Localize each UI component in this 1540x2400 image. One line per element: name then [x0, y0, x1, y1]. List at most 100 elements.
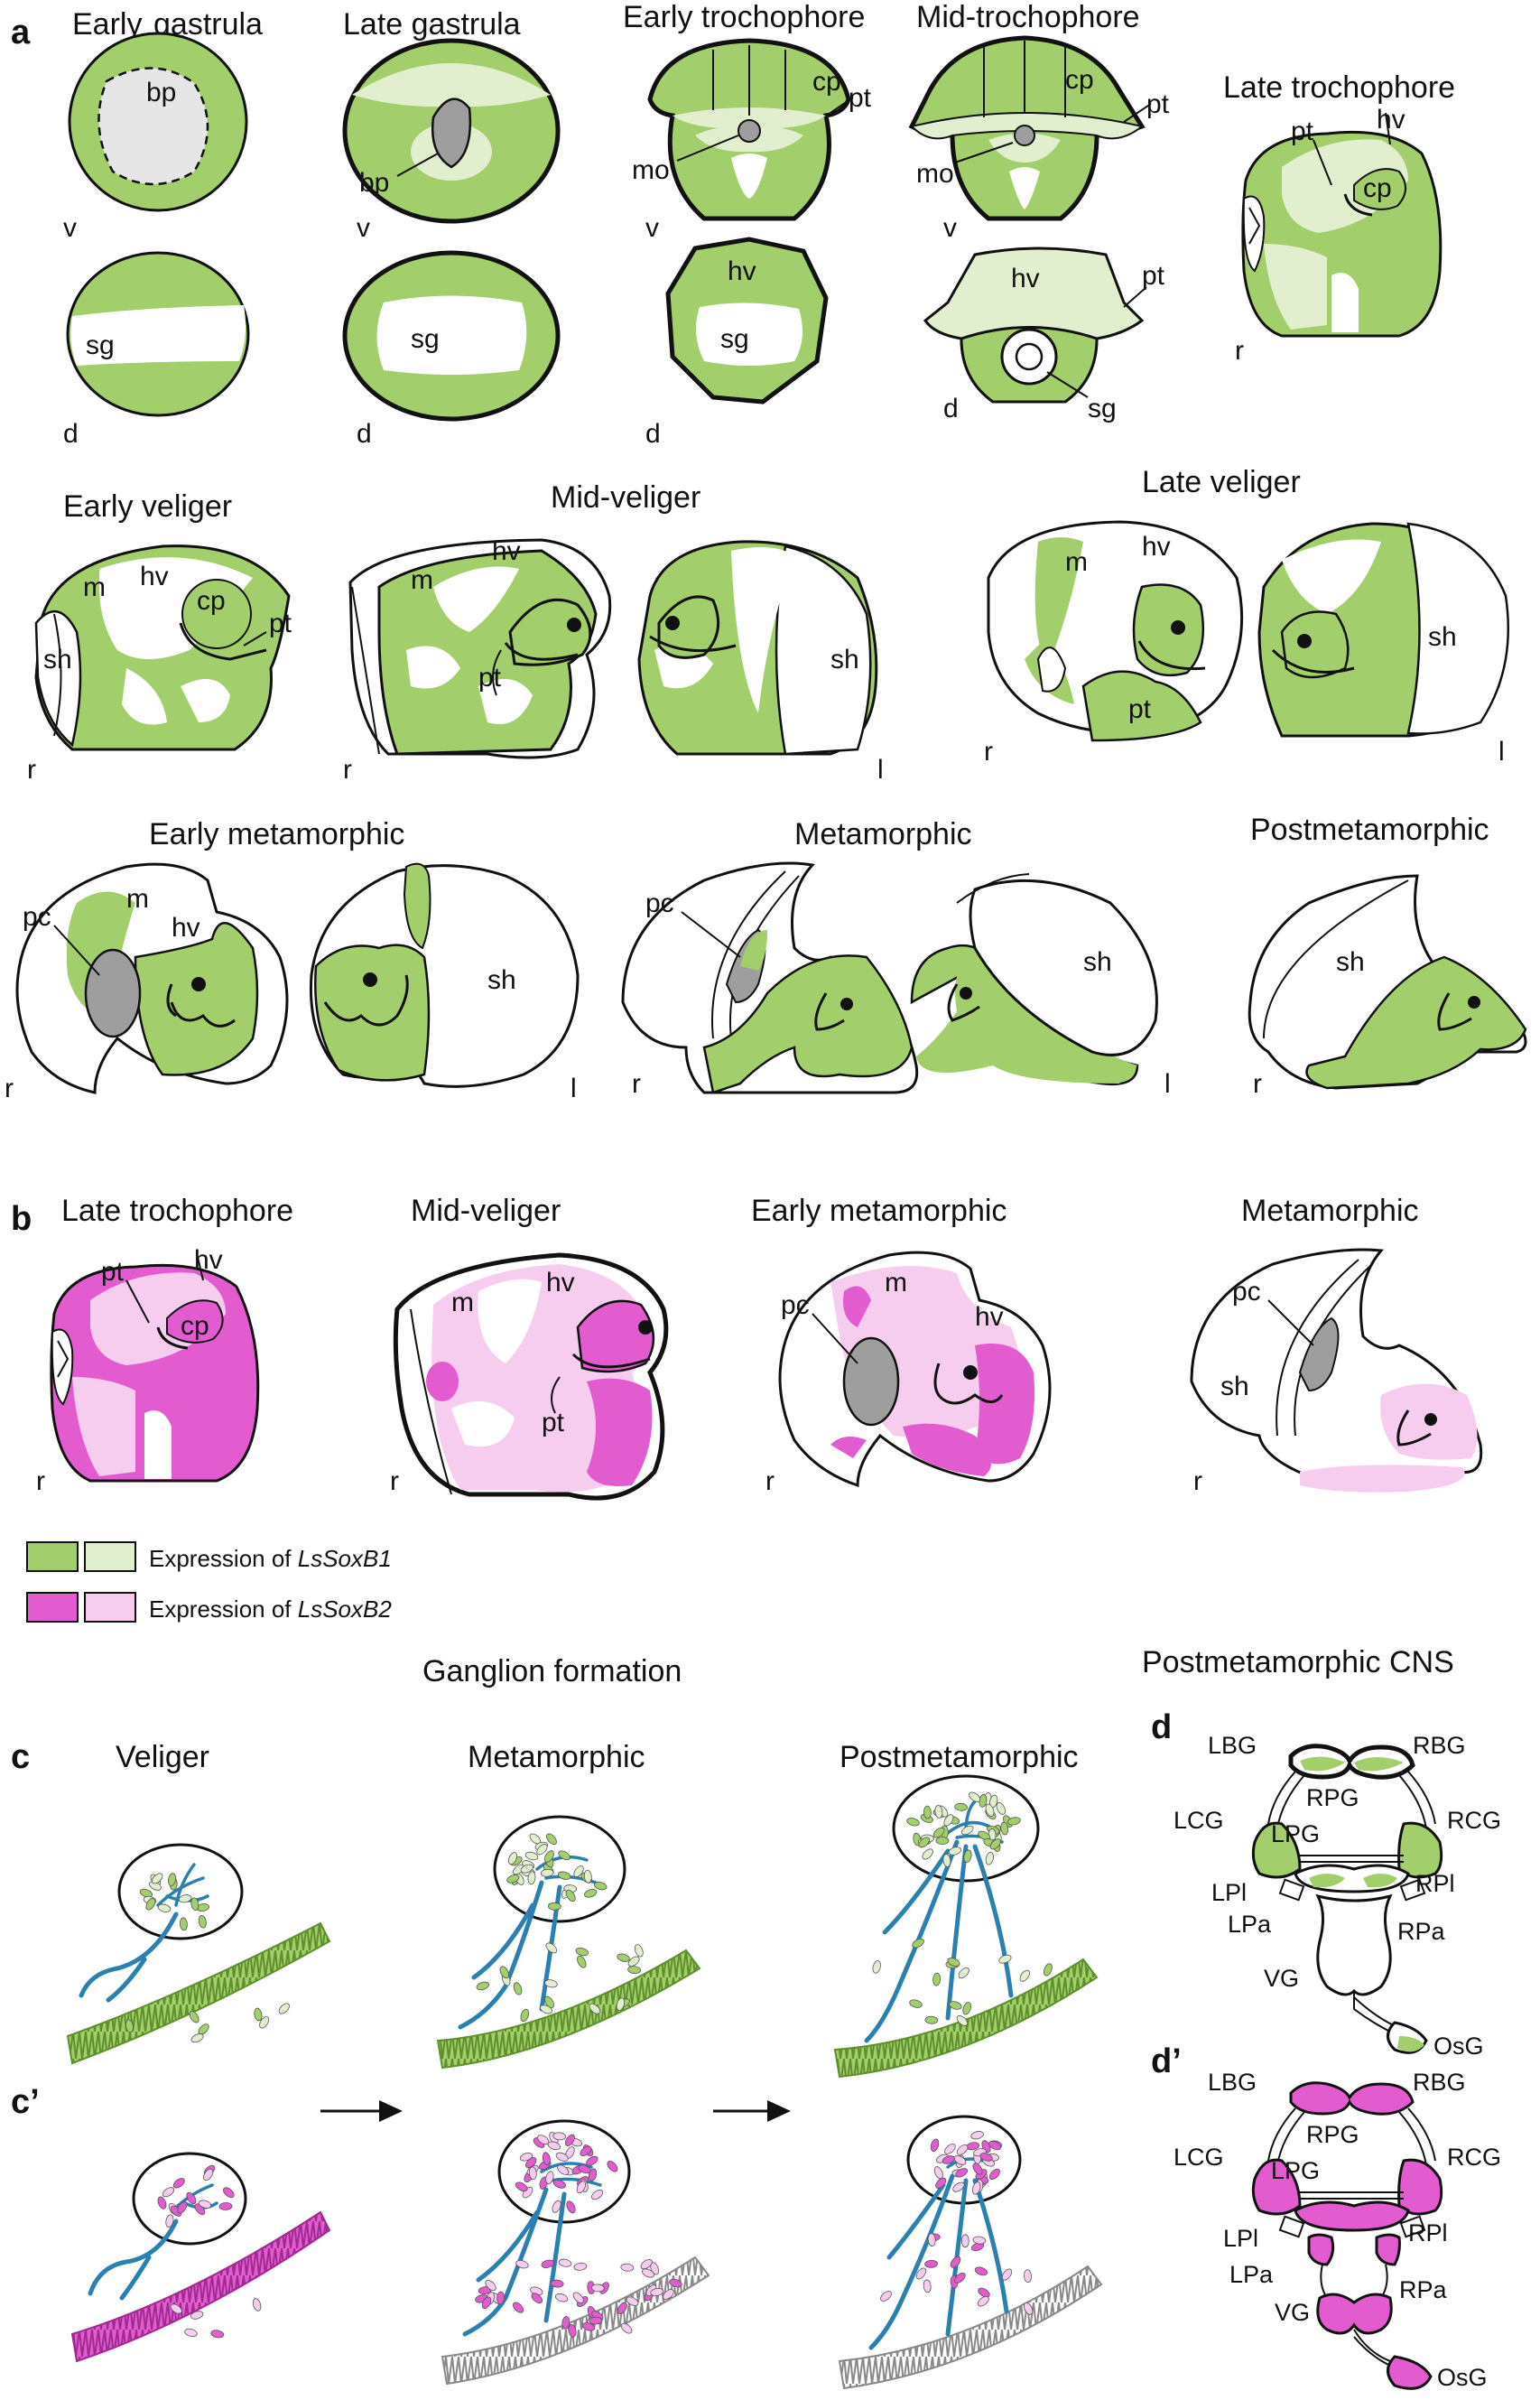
ganglion-cell [545, 2171, 554, 2184]
ganglion-cell [254, 2007, 263, 2022]
ganglion-cell [177, 2201, 188, 2214]
svg-text:hv: hv [194, 1245, 223, 1275]
ganglion-cell [506, 1874, 520, 1884]
svg-text:l: l [877, 755, 884, 785]
title-b-mid-veliger: Mid-veliger [411, 1194, 561, 1228]
title-late-gastrula: Late gastrula [343, 7, 521, 42]
ganglion-cell [557, 1871, 571, 1880]
ganglion-cell [558, 2258, 572, 2267]
early-veliger: Early veliger m hv cp pt sh r [27, 489, 292, 785]
svg-text:pt: pt [269, 609, 292, 638]
ganglion-cell [178, 1894, 192, 1903]
ganglion-cell [617, 1953, 630, 1962]
ganglion-cell [586, 2155, 598, 2166]
ganglion-cell [962, 2002, 972, 2015]
ganglion-cell [922, 1848, 933, 1860]
ganglion-cell [259, 2016, 270, 2029]
svg-text:pc: pc [781, 1290, 810, 1320]
ganglion-cell [577, 1955, 587, 1968]
ganglion-cell [650, 2288, 664, 2296]
ganglion-cell [978, 1830, 991, 1841]
ganglion-cell [953, 2155, 967, 2165]
ganglion-cell [172, 2178, 185, 2189]
ganglion-cell [165, 2214, 174, 2228]
ganglion-cell [572, 2292, 584, 2303]
ganglion-cell [977, 2295, 989, 2307]
title-c-postmetamorphic: Postmetamorphic [840, 1740, 1079, 1774]
svg-text:LPG: LPG [1271, 2157, 1320, 2184]
title-mid-veliger: Mid-veliger [551, 480, 700, 515]
svg-text:r: r [984, 737, 993, 767]
ganglion-cell [512, 1864, 524, 1875]
ganglion-cell [547, 2141, 561, 2151]
ganglion-cell [218, 2202, 233, 2210]
ganglion-cell [581, 2322, 596, 2331]
ganglion-cell [203, 2168, 214, 2181]
svg-text:LPl: LPl [1211, 1879, 1247, 1906]
ganglion-cell [906, 1818, 920, 1827]
svg-text:pt: pt [1146, 89, 1170, 119]
svg-text:v: v [645, 213, 659, 243]
ganglion-cell [552, 2200, 561, 2213]
svg-text:sh: sh [1336, 947, 1365, 977]
ganglion-cell [616, 1997, 626, 2011]
panel-label-d2: d’ [1151, 2042, 1182, 2080]
panel-label-c2: c’ [11, 2083, 40, 2121]
title-early-gastrula: Early [72, 7, 142, 42]
svg-text:hv: hv [1142, 532, 1171, 562]
ganglion-cell [536, 1844, 548, 1856]
svg-text:LPa: LPa [1228, 1911, 1272, 1938]
svg-text:pc: pc [23, 902, 51, 932]
early-gastrula: Early gastrula bp v sg d [63, 7, 263, 449]
ganglion-cell [544, 1979, 558, 1988]
ganglion-cell [969, 1791, 981, 1802]
svg-text:r: r [5, 1074, 14, 1103]
ganglion-cell [927, 2233, 936, 2247]
svg-text:hv: hv [492, 536, 521, 566]
svg-text:sg: sg [411, 324, 440, 354]
ganglion-cells [125, 1791, 1053, 2339]
ganglion-cell [880, 2291, 892, 2302]
ganglion-cell [561, 2316, 571, 2330]
ganglion-cell [167, 1873, 177, 1886]
title-late-trochophore: Late trochophore [1223, 70, 1455, 105]
ganglion-cell [963, 1849, 972, 1863]
ganglion-cell [531, 2293, 543, 2304]
ganglion-cell [252, 2298, 262, 2312]
ganglion-cell [626, 2296, 639, 2306]
ganglion-cell [949, 2001, 962, 2010]
svg-text:v: v [357, 213, 370, 243]
metamorphic-a: Metamorphic pc r sh l [621, 817, 1171, 1099]
svg-text:sh: sh [1220, 1372, 1249, 1401]
ganglion-cell [589, 2003, 601, 2014]
ganglion-cell [584, 1888, 598, 1898]
svg-text:RPl: RPl [1408, 2219, 1448, 2247]
ganglion-cell [960, 1825, 974, 1836]
panel-label-b: b [11, 1200, 32, 1238]
ganglion-cell [954, 2272, 966, 2284]
svg-text:RPl: RPl [1415, 1870, 1455, 1897]
svg-text:bp: bp [359, 168, 389, 198]
ganglion-cell [189, 2010, 199, 2023]
ganglion-cell [620, 2322, 633, 2334]
svg-text:LPl: LPl [1223, 2225, 1258, 2252]
ganglion-cell [528, 2166, 537, 2181]
ganglion-cell [593, 1881, 608, 1891]
ganglion-cell [915, 2267, 927, 2280]
title-postmetamorphic-cns: Postmetamorphic CNS [1142, 1645, 1454, 1679]
mid-veliger-b: Mid-veliger m hv pt r [390, 1194, 669, 1501]
title-b-early-metamorphic: Early metamorphic [751, 1194, 1007, 1228]
title-b-late-trochophore: Late trochophore [61, 1194, 293, 1228]
ganglion-cell [557, 2164, 570, 2175]
ganglion-cell [184, 2328, 198, 2338]
legend-swatch-sox2-strong [26, 1592, 79, 1623]
ganglion-cell [190, 2033, 204, 2043]
ganglion-cell [576, 2181, 587, 2194]
svg-text:bp: bp [146, 78, 176, 107]
svg-text:LBG: LBG [1208, 1732, 1257, 1759]
svg-text:hv: hv [140, 562, 169, 591]
svg-text:VG: VG [1264, 1965, 1299, 1992]
ganglion-cell [481, 2296, 492, 2310]
ganglion-cell [170, 2303, 182, 2314]
ganglion-cell [566, 2200, 576, 2214]
